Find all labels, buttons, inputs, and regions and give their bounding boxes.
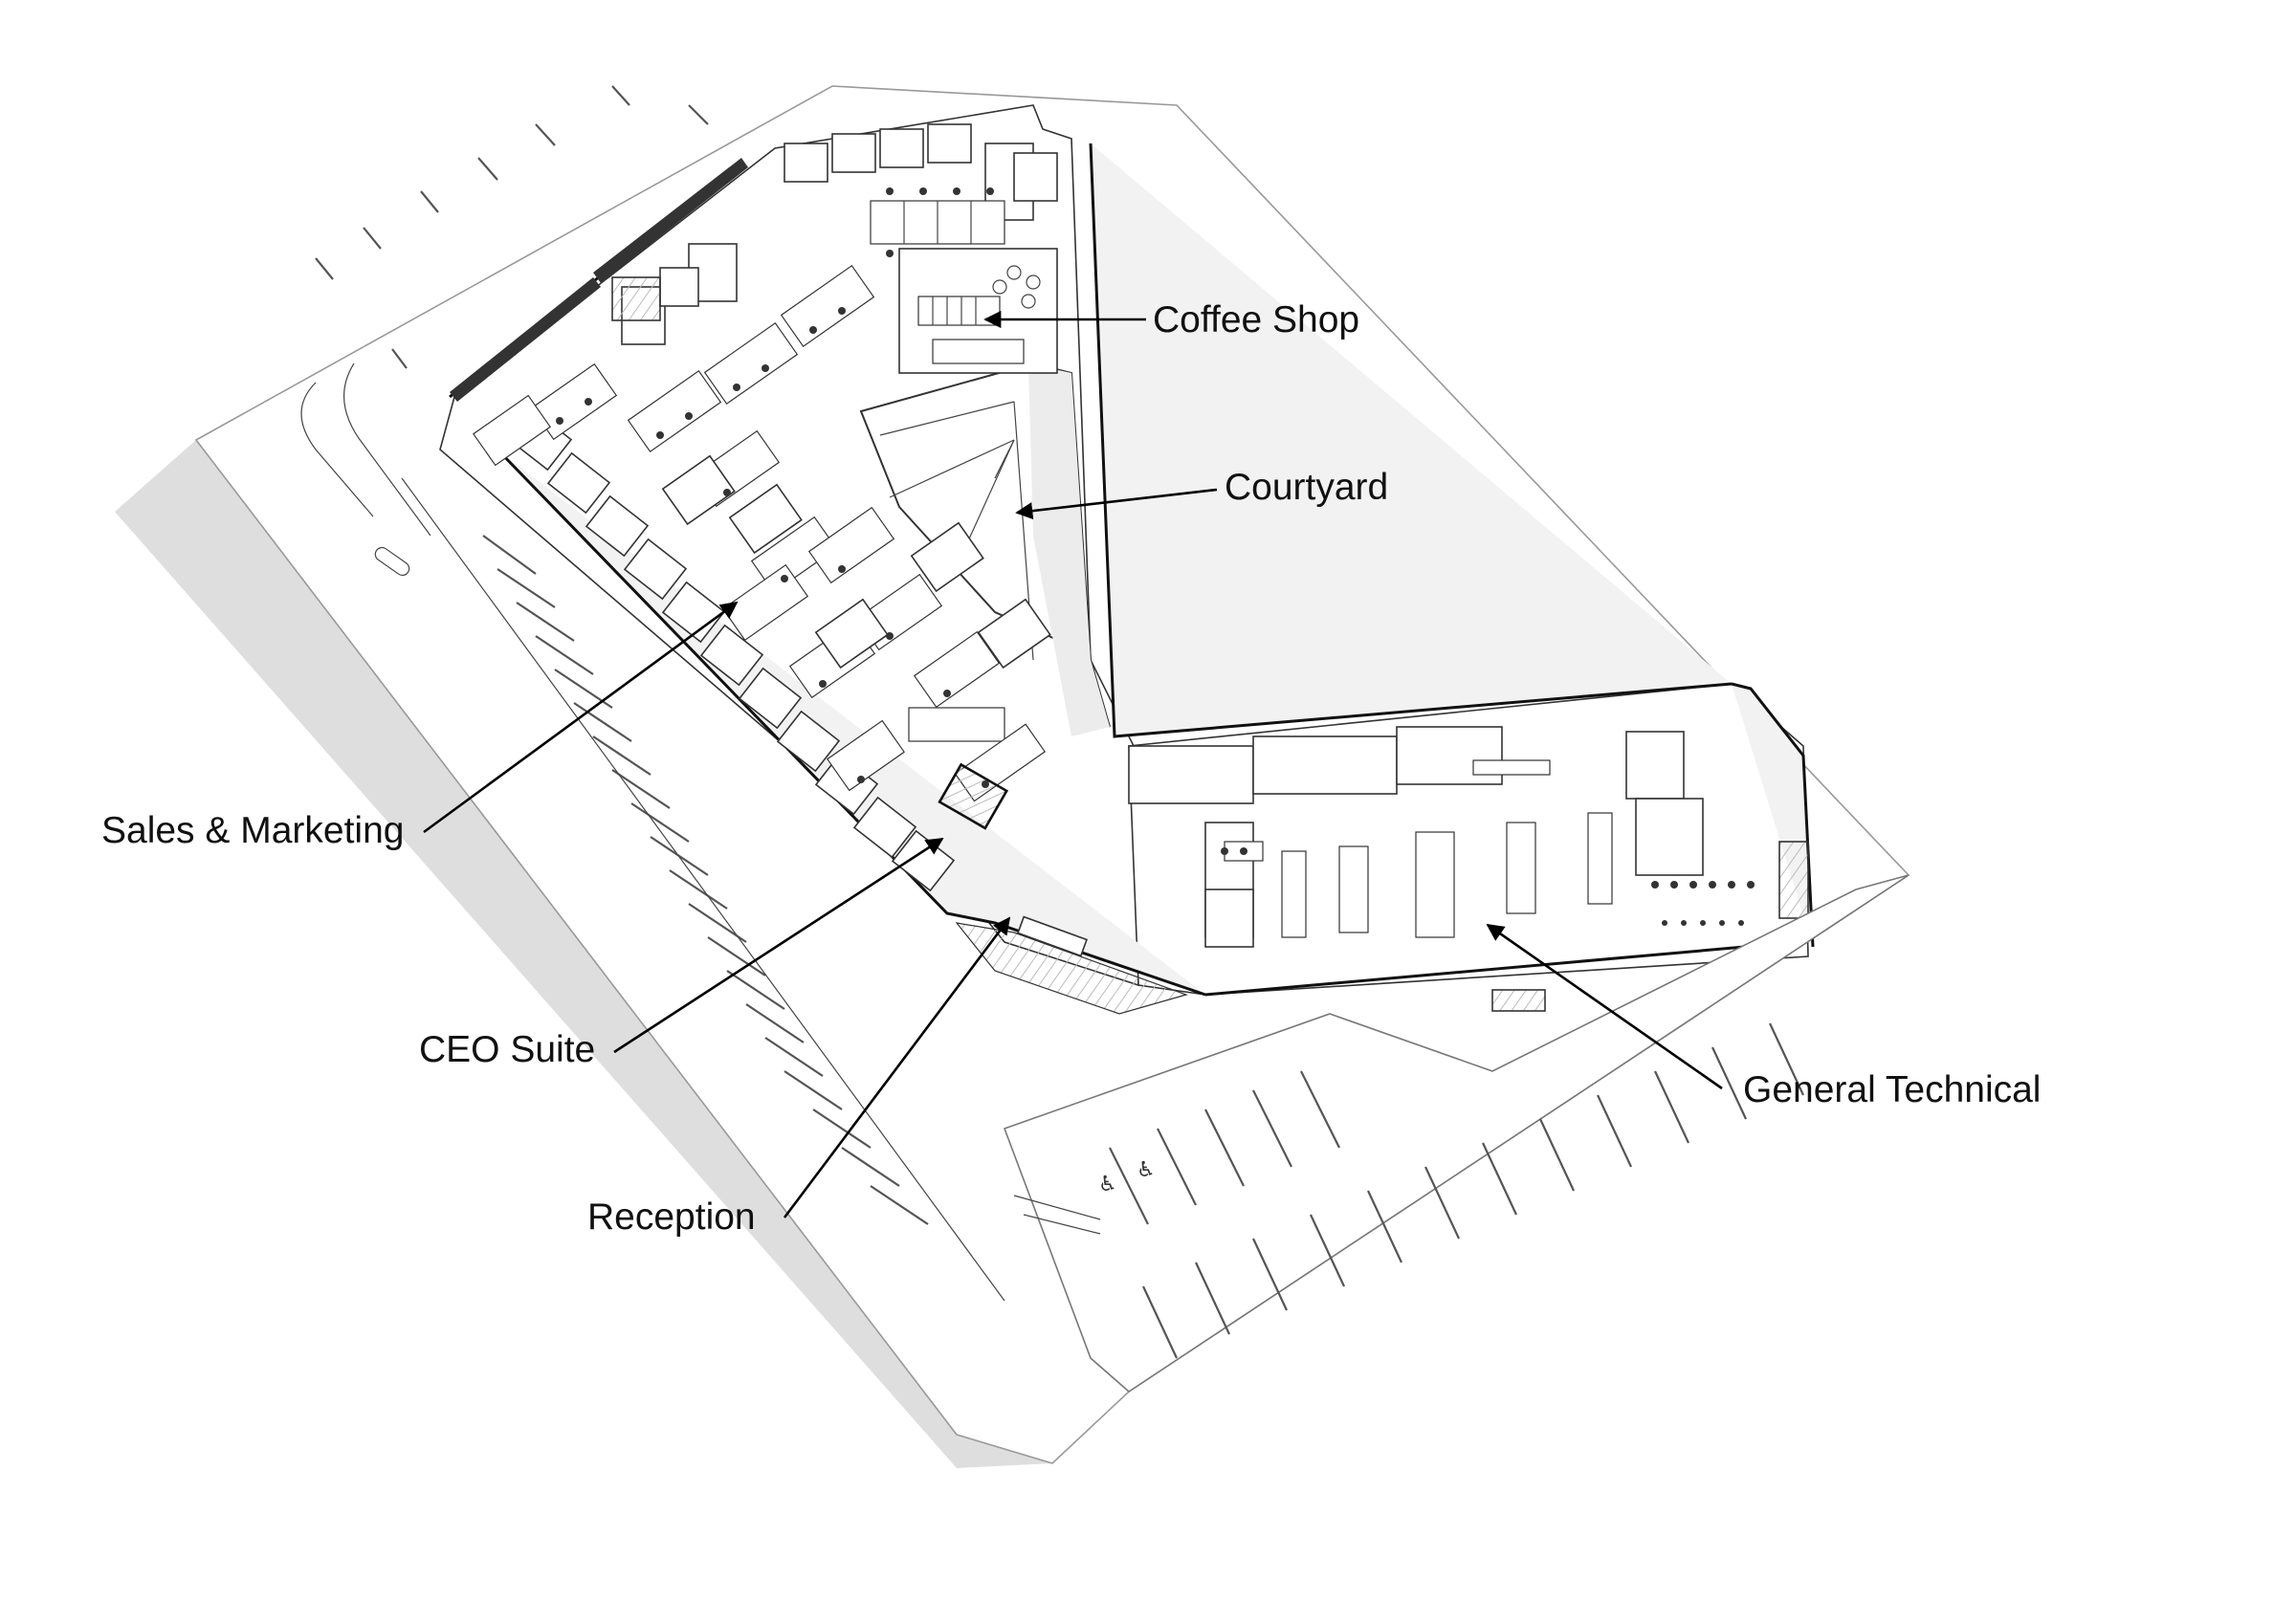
label-reception: Reception <box>587 1196 756 1238</box>
label-ceo-suite: CEO Suite <box>419 1029 595 1070</box>
callout-labels: Coffee Shop Courtyard Sales & Marketing … <box>101 299 2041 1238</box>
callout-leaders <box>423 310 1723 1218</box>
label-general-technical: General Technical <box>1743 1069 2041 1110</box>
stair-cores <box>611 276 1809 1012</box>
coffee-shop-area <box>898 248 1058 374</box>
upper-parking-stalls <box>300 85 709 577</box>
leader-sales-marketing <box>423 601 739 834</box>
label-sales-marketing: Sales & Marketing <box>101 810 404 851</box>
reception-entry <box>955 915 1188 1015</box>
open-office-workstations <box>473 187 1051 802</box>
leader-reception <box>783 916 1011 1218</box>
perimeter-walls <box>449 143 1815 997</box>
label-courtyard: Courtyard <box>1225 467 1388 508</box>
leader-general-technical <box>1486 923 1723 1090</box>
label-coffee-shop: Coffee Shop <box>1153 299 1359 340</box>
leader-ceo-suite <box>613 837 944 1054</box>
west-parking-stalls <box>401 477 1005 1302</box>
svg-text:♿: ♿ <box>1137 1158 1156 1182</box>
leader-courtyard <box>1015 488 1218 520</box>
svg-text:♿: ♿ <box>1098 1173 1117 1196</box>
lower-parking-stalls: ♿ ♿ <box>1003 874 1910 1394</box>
east-wing-interior <box>1128 726 1755 948</box>
